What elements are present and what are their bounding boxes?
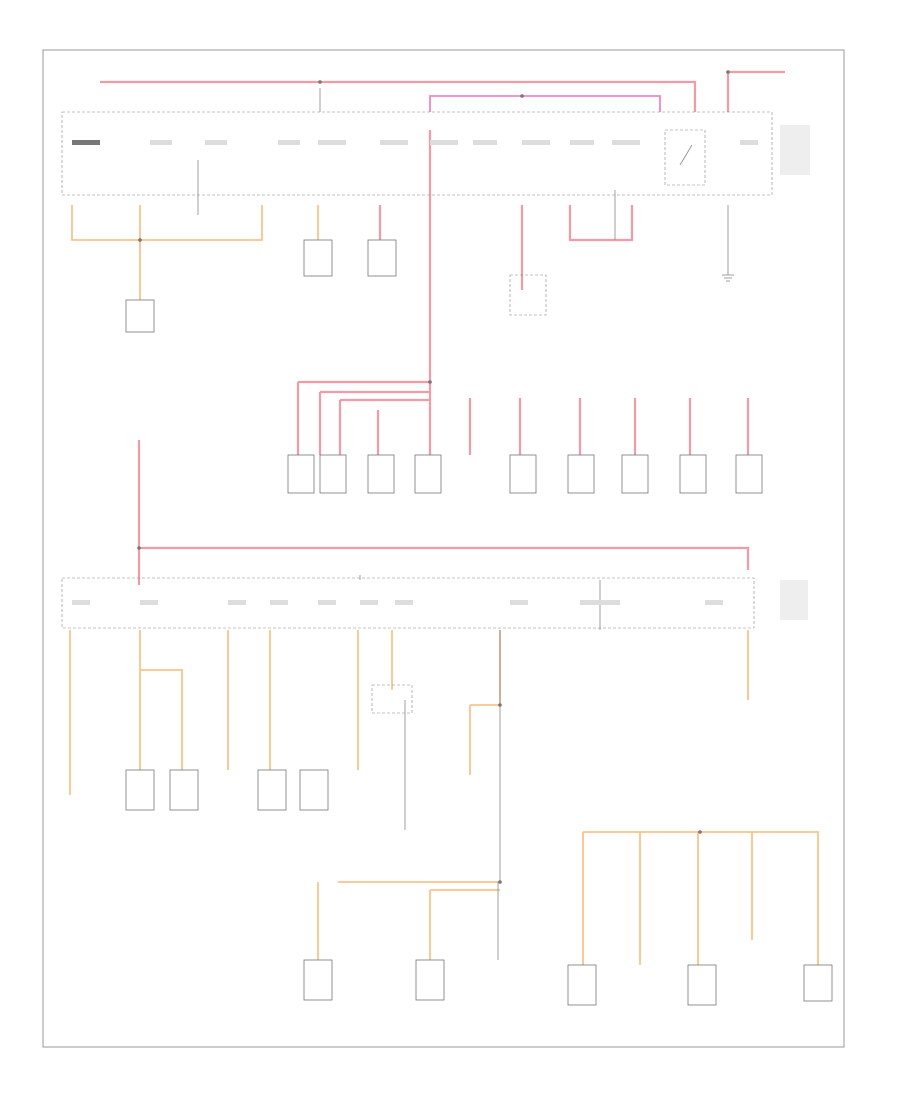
component-box [414, 454, 442, 494]
component-box [567, 454, 595, 494]
component-box [415, 959, 445, 1001]
ground-symbol-icon [722, 274, 734, 282]
component-box [125, 769, 155, 811]
middle-fuse-block-labels [72, 580, 808, 620]
component-box [621, 454, 649, 494]
component-box [299, 769, 329, 811]
component-box [509, 454, 537, 494]
component-box [735, 454, 763, 494]
component-box [319, 454, 347, 494]
underhood-fuse-block [61, 111, 773, 196]
component-box [567, 964, 597, 1006]
components-row-1 [125, 239, 547, 333]
top-fuse-block-relay [664, 129, 706, 186]
component-box [679, 454, 707, 494]
red-wires [100, 70, 785, 585]
orange-wires [69, 205, 819, 965]
component-box [687, 964, 717, 1006]
component-box [509, 274, 547, 316]
component-box [303, 239, 333, 277]
component-box [169, 769, 199, 811]
components-row-4 [303, 959, 833, 1006]
component-box [125, 299, 155, 333]
components-row-2 [287, 454, 763, 494]
component-box [367, 239, 397, 277]
component-box [371, 684, 413, 714]
top-fuse-block-labels [72, 125, 810, 175]
pink-wires [429, 95, 661, 112]
instrument-panel-fuse-block [61, 577, 755, 629]
splice-points [137, 70, 730, 884]
components-row-3 [125, 684, 413, 811]
component-box [287, 454, 315, 494]
black-wires [197, 88, 729, 960]
diagram-frame [42, 49, 845, 1048]
component-box [367, 454, 395, 494]
component-box [303, 959, 333, 1001]
component-box [803, 964, 833, 1002]
component-box [257, 769, 287, 811]
